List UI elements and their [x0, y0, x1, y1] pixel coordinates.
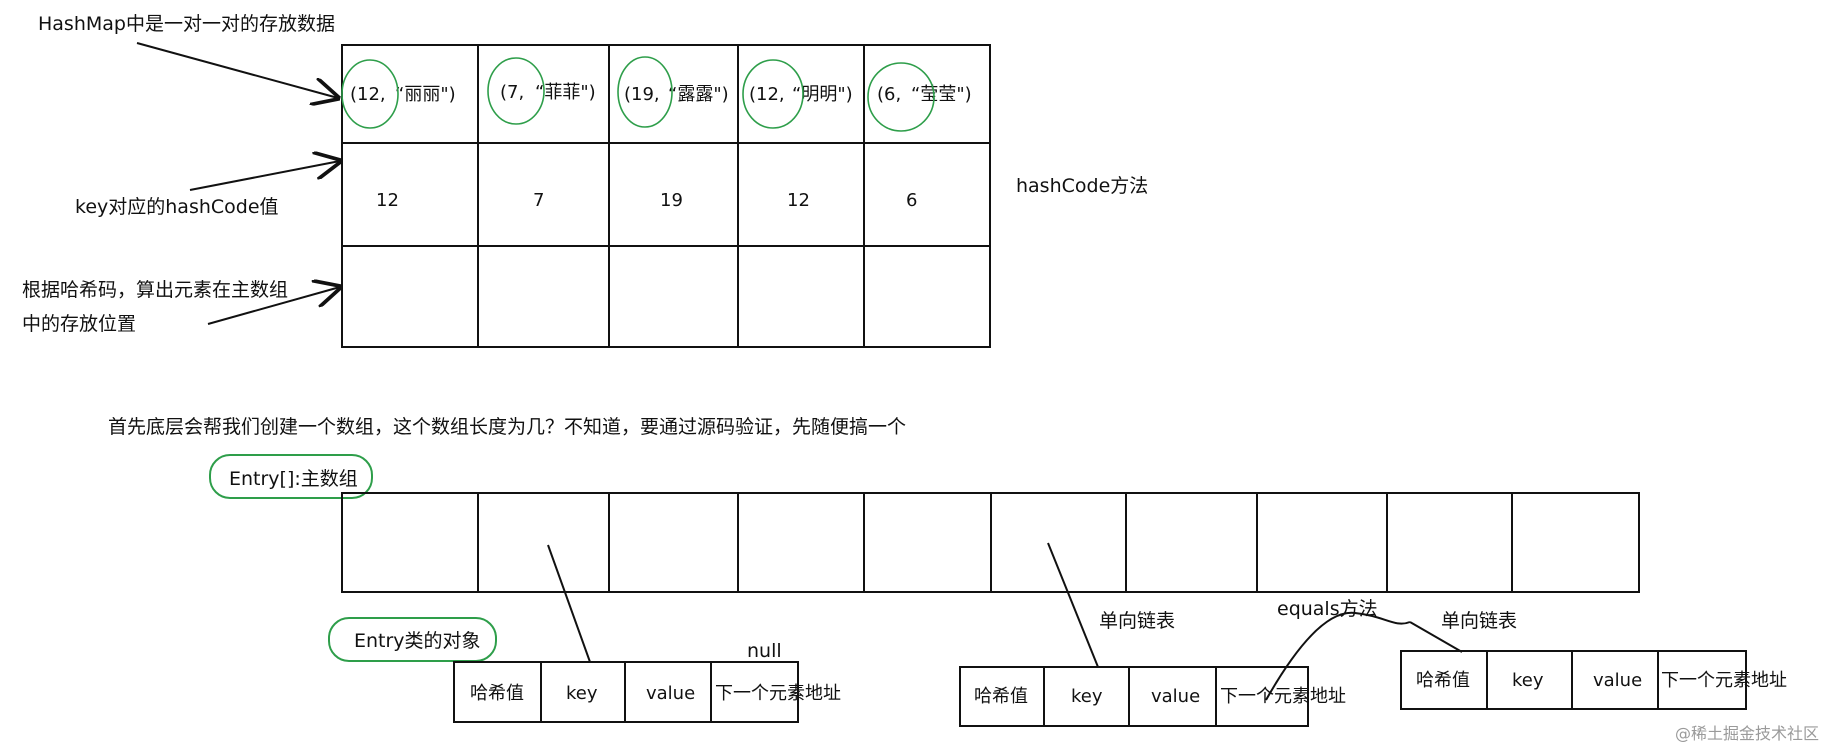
title-text: HashMap中是一对一对的存放数据	[38, 13, 335, 35]
pair-key-1: (12,	[350, 84, 386, 105]
equals-curve	[1265, 611, 1411, 701]
entry2-value-field: value	[1151, 686, 1200, 707]
key-circles	[341, 56, 935, 132]
position-label-line2: 中的存放位置	[22, 313, 136, 335]
entry2-key-field: key	[1071, 686, 1103, 707]
entry-object-1: 哈希值 key value 下一个元素地址	[453, 661, 841, 723]
entry1-key-field: key	[566, 683, 598, 704]
entry-object-3: 哈希值 key value 下一个元素地址	[1400, 650, 1787, 710]
entry2-hash-field: 哈希值	[974, 686, 1028, 707]
connector-lines	[547, 542, 1463, 701]
watermark-text: @稀土掘金技术社区	[1675, 724, 1819, 743]
pair-value-3: “露露")	[668, 84, 729, 105]
arrow-to-positions	[207, 287, 340, 325]
hashcode-4: 12	[787, 190, 810, 211]
entry1-value-field: value	[646, 683, 695, 704]
arrow-to-hashcodes	[189, 161, 340, 191]
pair-value-4: “明明")	[792, 84, 853, 105]
hashcode-5: 6	[906, 190, 917, 211]
pair-value-2: “菲菲")	[535, 82, 596, 103]
pair-key-2: (7,	[500, 82, 524, 103]
connector-entry-1	[547, 544, 591, 663]
hashcode-2: 7	[533, 190, 544, 211]
equals-label: equals方法	[1277, 598, 1378, 620]
entry-array-badge	[209, 454, 373, 499]
linked-list-label-1: 单向链表	[1099, 610, 1175, 632]
hashcode-method-label: hashCode方法	[1016, 175, 1148, 197]
entry3-key-field: key	[1512, 670, 1544, 691]
entry-object-badge	[328, 617, 497, 662]
pair-key-4: (12,	[749, 84, 785, 105]
entry3-hash-field: 哈希值	[1416, 670, 1470, 691]
linked-list-label-2: 单向链表	[1441, 610, 1517, 632]
top-table	[341, 44, 991, 348]
connector-entry-2	[1047, 542, 1099, 668]
top-arrows	[136, 42, 340, 325]
pair-key-3: (19,	[624, 84, 660, 105]
entry-object-2: 哈希值 key value 下一个元素地址	[959, 666, 1346, 727]
pair-value-1: “丽丽")	[395, 84, 456, 105]
entry-object-label: Entry类的对象	[354, 630, 481, 652]
entry1-next-field: 下一个元素地址	[715, 683, 841, 704]
hashcode-1: 12	[376, 190, 399, 211]
entry-array-label: Entry[]:主数组	[229, 468, 358, 490]
position-label-line1: 根据哈希码，算出元素在主数组	[22, 279, 288, 301]
hashcode-value-label: key对应的hashCode值	[75, 196, 279, 218]
hashcode-3: 19	[660, 190, 683, 211]
entry1-hash-field: 哈希值	[470, 683, 524, 704]
pair-key-5: (6,	[877, 84, 901, 105]
main-array	[341, 492, 1640, 593]
entry3-value-field: value	[1593, 670, 1642, 691]
description-text: 首先底层会帮我们创建一个数组，这个数组长度为几？不知道，要通过源码验证，先随便搞…	[108, 416, 906, 438]
connector-entry-3	[1409, 621, 1463, 653]
entry3-next-field: 下一个元素地址	[1661, 670, 1787, 691]
entry2-next-field: 下一个元素地址	[1220, 686, 1346, 707]
null-label: null	[747, 640, 782, 662]
arrow-to-pairs	[136, 42, 338, 98]
pair-value-5: “莹莹")	[911, 84, 972, 105]
